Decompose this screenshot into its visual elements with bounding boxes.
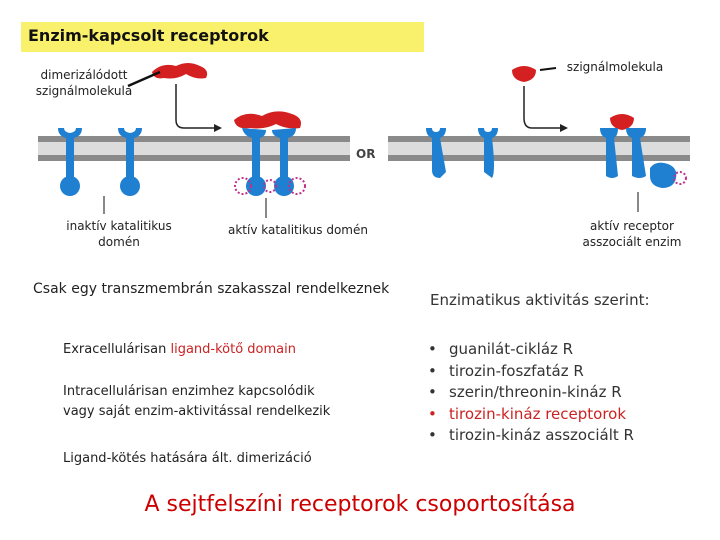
label-dimer-ligand: dimerizálódott szignálmolekula xyxy=(28,67,140,99)
left-subtitle: Csak egy transzmembrán szakasszal rendel… xyxy=(33,281,390,297)
label-inactive-line1: inaktív katalitikus xyxy=(66,219,172,233)
feature-enzyme: Intracellulárisan enzimhez kapcsolódik v… xyxy=(63,382,330,422)
arrow-1 xyxy=(175,84,214,129)
inactive-receptor-1 xyxy=(58,128,82,196)
label-dimer-ligand-line2: szignálmolekula xyxy=(35,84,133,98)
label-active: aktív katalitikus domén xyxy=(227,223,368,237)
feature-ligand-binding: Exracellulárisan ligand-kötő domain xyxy=(63,340,296,360)
list-item: tirozin-foszfatáz R xyxy=(428,361,634,383)
pointer-signal xyxy=(539,67,557,71)
list-item: guanilát-cikláz R xyxy=(428,339,634,361)
inactive-receptor-2 xyxy=(118,128,142,196)
unbound-receptor xyxy=(426,128,498,178)
feature-ligand-binding-highlight: ligand-kötő domain xyxy=(170,342,296,357)
label-assoc-line2: asszociált enzim xyxy=(582,235,682,249)
slide-footer-title: A sejtfelszíni receptorok csoportosítása xyxy=(144,492,576,517)
feature-enzyme-line1: Intracellulárisan enzimhez kapcsolódik xyxy=(63,384,315,399)
arrow-2-head xyxy=(560,124,568,132)
feature-enzyme-line2: vagy saját enzim-aktivitással rendelkezi… xyxy=(63,404,331,419)
feature-ligand-binding-prefix: Exracellulárisan xyxy=(63,342,171,357)
associated-enzyme-receptor xyxy=(600,114,687,188)
membrane-left xyxy=(38,136,350,161)
arrow-2 xyxy=(523,86,560,129)
label-signal: szignálmolekula xyxy=(566,60,664,74)
dimer-ligand xyxy=(152,63,208,79)
signal-ligand xyxy=(512,66,536,82)
receptor-diagram: OR xyxy=(38,63,690,218)
arrow-1-head xyxy=(214,124,222,132)
label-assoc: aktív receptor asszociált enzim xyxy=(572,218,692,250)
enzymatic-list: guanilát-cikláz R tirozin-foszfatáz R sz… xyxy=(428,339,634,447)
title-highlight xyxy=(21,22,424,52)
page-title: Enzim-kapcsolt receptorok xyxy=(28,26,269,45)
pointer-dimer xyxy=(127,70,161,88)
or-label: OR xyxy=(356,147,375,161)
list-item: tirozin-kináz receptorok xyxy=(428,404,634,426)
list-item: szerin/threonin-kináz R xyxy=(428,382,634,404)
label-dimer-ligand-line1: dimerizálódott xyxy=(40,68,128,82)
label-assoc-line1: aktív receptor xyxy=(590,219,674,233)
label-inactive-line2: domén xyxy=(98,235,140,249)
feature-dimerization: Ligand-kötés hatására ált. dimerizáció xyxy=(63,451,312,466)
label-inactive: inaktív katalitikus domén xyxy=(54,218,184,250)
active-receptor-dimer xyxy=(234,111,306,196)
enzymatic-heading: Enzimatikus aktivitás szerint: xyxy=(430,291,650,309)
list-item: tirozin-kináz asszociált R xyxy=(428,425,634,447)
